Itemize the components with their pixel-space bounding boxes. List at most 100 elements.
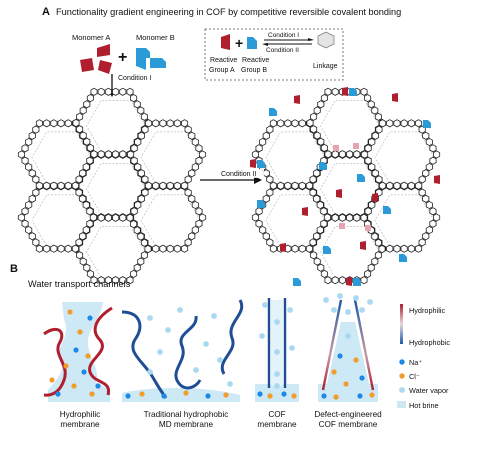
reactive-group-a-site [360,241,366,250]
linkage-unit [313,257,321,266]
reactive-group-b-site [293,278,301,286]
linkage-unit [79,257,87,266]
linkage-unit [144,244,152,254]
linkage-unit [378,244,386,254]
linkage-unit [414,244,423,253]
linkage-unit [195,156,203,165]
linkage-unit [269,181,278,190]
linkage-unit [320,207,328,216]
linkage-unit [360,87,368,96]
linkage-unit [331,276,339,285]
hydrophilic-fiber-2 [88,306,113,396]
linkage-unit [338,213,346,222]
reactive-group-a-site [346,277,352,286]
water-vapor-molecule [367,299,373,305]
linkage-unit [119,276,127,285]
linkage-unit [255,207,263,216]
panel-a-title: Functionality gradient engineering in CO… [56,7,401,17]
water-vapor-molecule [193,367,199,373]
cl-ion [85,353,91,359]
linkage-unit [35,244,43,253]
reactive-group-b-site [353,278,361,286]
cl-ion [77,329,83,335]
linkage-unit [17,150,26,159]
linkage-unit [309,188,317,197]
linkage-unit [407,181,415,190]
linkage-unit [371,131,379,140]
legend-hydrophilic: Hydrophilic [409,306,445,315]
linkage-unit [21,156,29,165]
linkage-unit [266,188,274,197]
linkage-unit [262,169,270,178]
defect-cof-wall-left [321,299,343,391]
linkage-unit [331,213,339,222]
linkage-unit [368,137,376,147]
cl-ion [183,390,189,396]
linkage-unit [134,137,142,147]
linkage-unit [79,131,87,140]
hydrophobic-brine-body [122,387,240,402]
linkage-unit [21,207,29,216]
linkage-unit [144,181,153,190]
linkage-unit [262,232,270,241]
linkage-unit [57,181,65,190]
linkage-unit [173,181,181,190]
linkage-unit [291,181,299,190]
linkage-unit [429,207,437,216]
linkage-unit [72,118,80,128]
hydrophobic-membrane-diagram [121,299,244,402]
na-ion [87,315,93,321]
linkage-unit [64,119,72,128]
linkage-unit [364,156,372,165]
caption-hydrophobic-line1: Traditional hydrophobic [144,410,229,419]
linkage-unit [76,112,84,121]
condition-2-label: Condition II [221,171,256,178]
linkage-unit [266,238,274,247]
cof-particles [257,302,297,399]
linkage-unit [75,175,83,184]
linkage-unit [313,169,321,178]
linkage-unit [119,213,127,222]
linkage-unit [126,87,134,96]
linkage-unit [104,150,112,159]
linkage-unit [28,232,36,241]
linkage-unit [130,144,138,153]
linkage-unit [50,181,58,190]
linkage-unit [32,188,40,197]
linkage-unit [425,137,433,147]
linkage-unit [43,181,51,190]
linkage-unit [305,244,314,253]
cl-ion [353,357,359,363]
linkage-unit [97,150,105,159]
water-vapor-molecule [227,381,233,387]
linkage-unit [130,269,138,278]
linkage-unit [184,188,192,197]
linkage-unit [141,188,149,197]
linkage-unit [97,213,105,222]
linkage-unit [425,200,433,210]
linkage-unit [166,244,174,253]
linkage-unit [317,137,325,146]
linkage-unit [429,219,437,228]
linkage-unit [432,213,441,222]
linkage-unit [378,119,387,128]
linkage-unit [28,169,36,178]
linkage-unit [198,150,207,159]
linkage-unit [86,207,94,216]
na-ion [81,369,87,375]
linkage-unit [140,238,148,247]
water-vapor-molecule [157,349,163,355]
linkage-unit [82,225,90,235]
linkage-unit [57,244,65,253]
reactive-group-b-line2: Group B [241,67,267,74]
caption-defect-cof-line1: Defect-engineered [314,410,382,419]
hydrophobic-fiber-2 [174,315,202,390]
linkage-unit [75,238,83,247]
cof-brine-base [255,384,299,402]
linkage-unit [422,169,430,178]
defect-cof-membrane-diagram [318,299,378,402]
linkage-unit [323,213,332,222]
linkage-unit [418,175,426,184]
linkage-unit [313,194,321,203]
linkage-unit [184,125,192,134]
